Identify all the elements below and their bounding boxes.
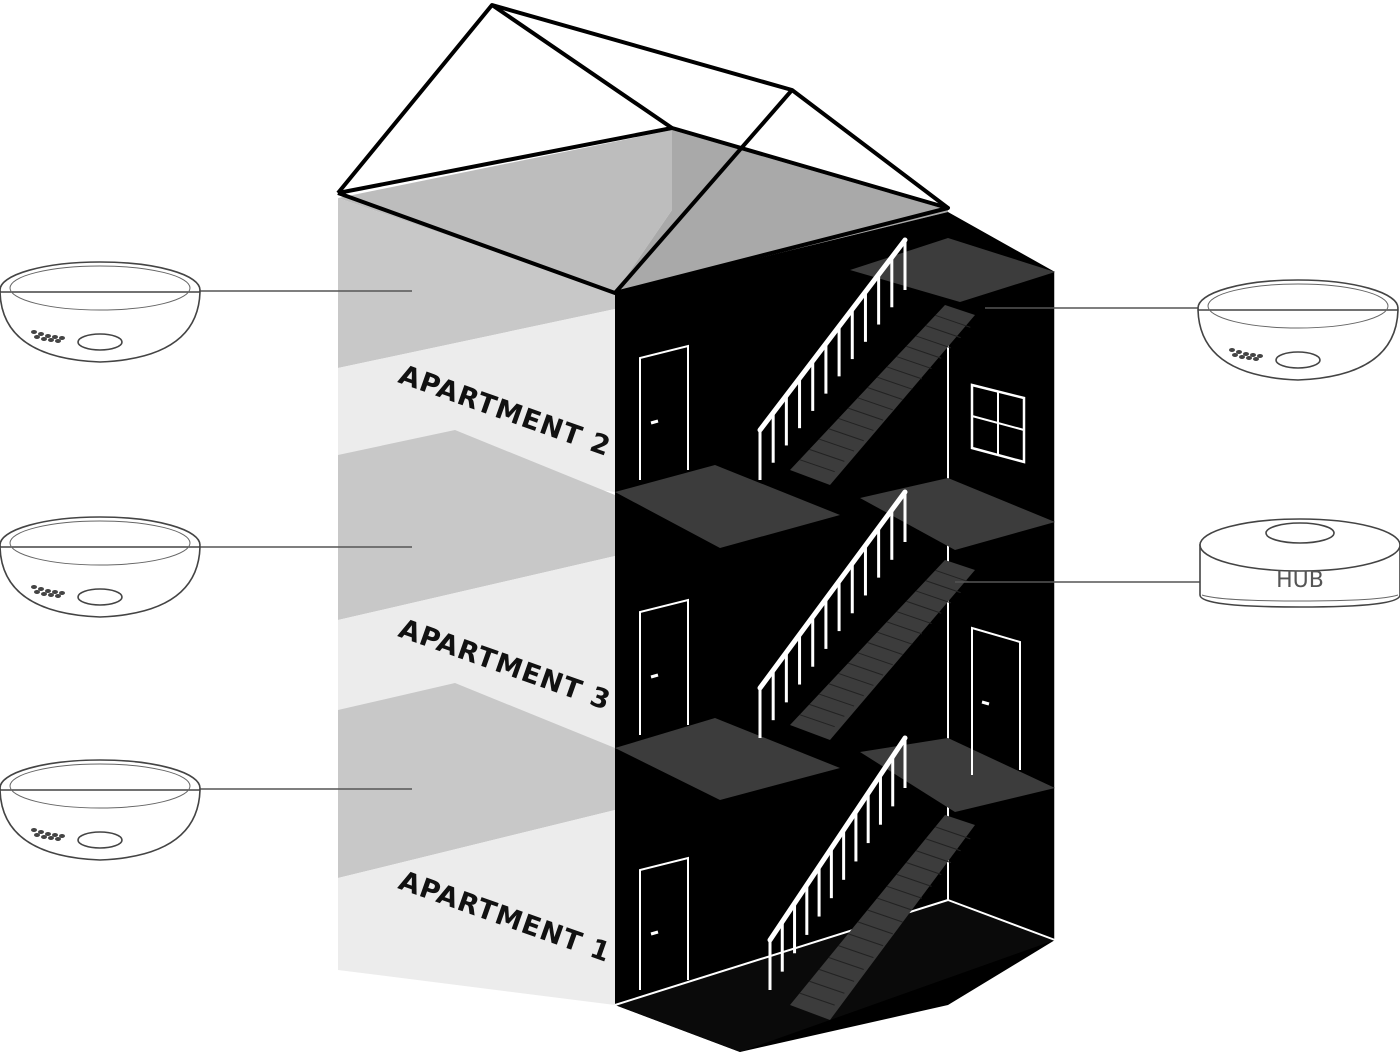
hub-label: HUB	[1276, 568, 1324, 593]
stair-step	[935, 569, 971, 583]
stair-step	[818, 438, 855, 452]
stair-step	[886, 366, 923, 380]
stair-edge	[947, 899, 1056, 941]
stair-step	[925, 325, 961, 339]
roof-side-wall	[615, 130, 948, 293]
apartment-1-floor	[338, 810, 615, 1005]
apartment-1-wall	[338, 683, 615, 878]
stair-flight	[790, 305, 975, 485]
stair-step	[818, 968, 855, 982]
stair-step	[838, 417, 874, 431]
stair-step	[799, 459, 835, 473]
door	[639, 598, 689, 735]
stair-flight	[790, 560, 975, 740]
stair-step	[857, 652, 893, 666]
stair-step	[847, 662, 884, 676]
window-transom	[971, 415, 1025, 431]
stair-step	[925, 838, 961, 852]
door	[639, 344, 689, 480]
stair-step	[809, 703, 845, 717]
stair-step	[828, 957, 864, 970]
roof-ridge	[336, 3, 950, 210]
stair-step	[809, 980, 845, 994]
stair-step	[886, 885, 923, 899]
door-handle	[650, 930, 659, 936]
smoke-alarm-icon	[0, 261, 201, 363]
hub-icon: HUB	[1199, 518, 1400, 608]
stair-step	[828, 428, 864, 442]
stair-step	[809, 448, 845, 462]
stair-step	[867, 387, 903, 400]
door-handle	[981, 700, 990, 706]
stair-step	[877, 631, 913, 645]
door-handle	[650, 419, 659, 425]
stair-step	[915, 335, 952, 349]
stair-step	[877, 897, 913, 911]
apartment-2-wall	[338, 198, 615, 368]
stair-step	[925, 580, 961, 594]
stair-step	[906, 345, 942, 359]
stair-step	[915, 590, 952, 604]
landing	[615, 465, 840, 548]
stair-step	[896, 611, 932, 625]
stair-step	[818, 693, 855, 707]
handrail	[757, 489, 908, 691]
roof	[336, 3, 950, 295]
balusters	[758, 240, 907, 990]
landing	[850, 238, 1055, 302]
doors	[639, 344, 1021, 990]
stair-step	[828, 683, 864, 697]
stair-step	[935, 314, 971, 328]
stair-flights	[790, 305, 975, 1020]
door	[639, 856, 689, 990]
window	[970, 383, 1026, 464]
stair-step	[857, 397, 893, 411]
stair-step	[799, 992, 835, 1006]
smoke-alarm-icon	[0, 516, 201, 618]
handrail	[757, 237, 908, 433]
door	[971, 626, 1021, 775]
landing	[860, 478, 1055, 550]
stair-step	[847, 407, 884, 421]
window-frame	[970, 383, 1026, 464]
stair-step	[857, 921, 893, 935]
landing	[860, 738, 1055, 812]
landing	[615, 718, 840, 800]
door-handle	[650, 673, 659, 679]
stair-step	[896, 873, 932, 887]
stair-step	[886, 621, 923, 635]
stair-step	[867, 642, 903, 655]
handrail	[767, 735, 908, 943]
stair-step	[935, 826, 971, 840]
handrails	[757, 237, 908, 943]
stairwell-side	[948, 212, 1055, 1005]
roof-rafter-back	[490, 3, 674, 130]
apartment-3-wall	[338, 430, 615, 620]
smoke-alarm-icon	[1197, 279, 1399, 381]
stair-step	[867, 909, 903, 923]
stair-step	[906, 600, 942, 614]
stair-step	[838, 945, 874, 959]
roof-rafter-front	[613, 88, 794, 295]
stair-step	[838, 672, 874, 686]
stair-step	[915, 850, 952, 864]
landings	[615, 238, 1055, 812]
stair-step	[906, 862, 942, 875]
apartment-slabs	[338, 198, 615, 1005]
stair-step	[799, 714, 835, 728]
stair-step	[896, 356, 932, 370]
roof-back-wall	[338, 130, 672, 293]
stair-flight	[790, 815, 975, 1020]
stair-step	[847, 933, 884, 947]
smoke-alarm-icon	[0, 759, 201, 861]
stair-step	[877, 376, 913, 390]
